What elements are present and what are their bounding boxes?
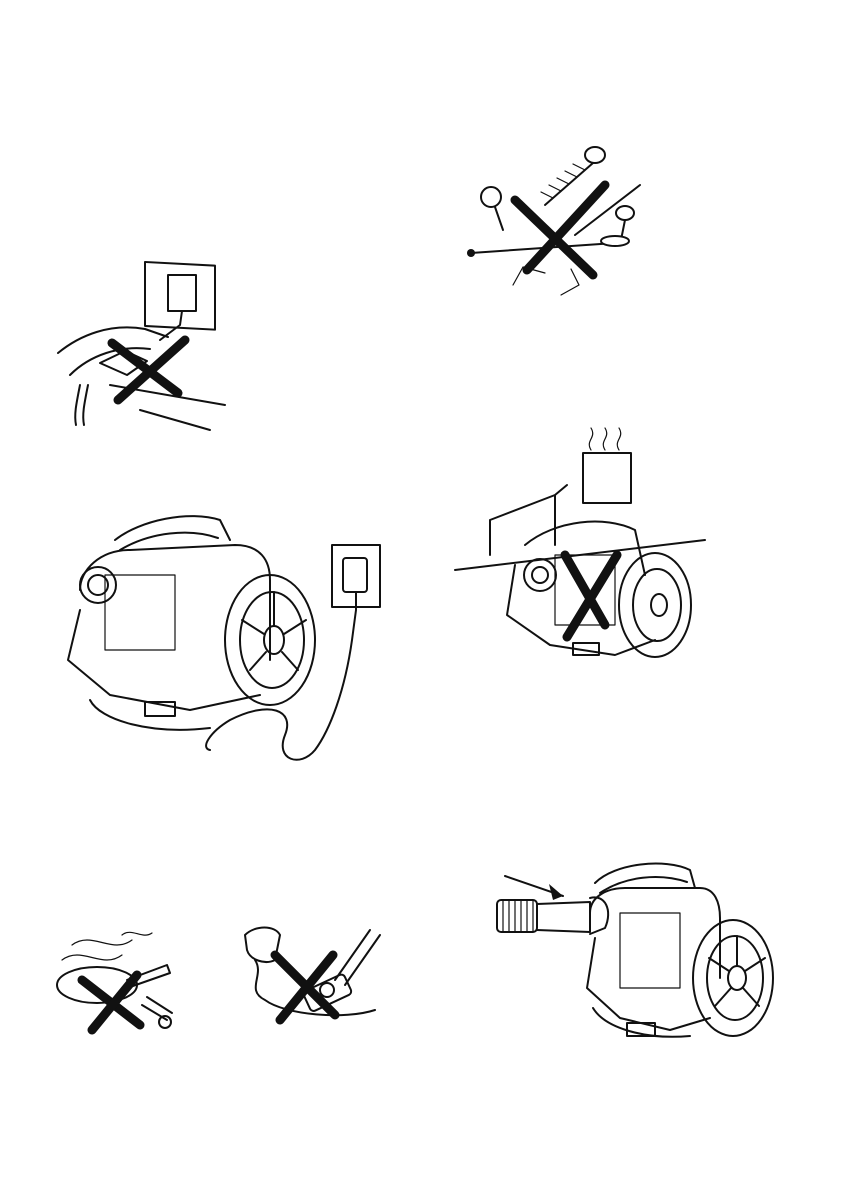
- near-heat-prohibited-icon: [455, 425, 705, 670]
- hose-insert-icon: [495, 858, 780, 1058]
- liquid-prohibited-icon: [235, 920, 385, 1030]
- unplug-cord-prohibited-icon: [50, 245, 230, 430]
- burning-cigarette-prohibited-icon: [52, 925, 177, 1035]
- vacuum-plugged-in-icon: [60, 510, 390, 765]
- sharp-objects-prohibited-icon: [465, 145, 650, 310]
